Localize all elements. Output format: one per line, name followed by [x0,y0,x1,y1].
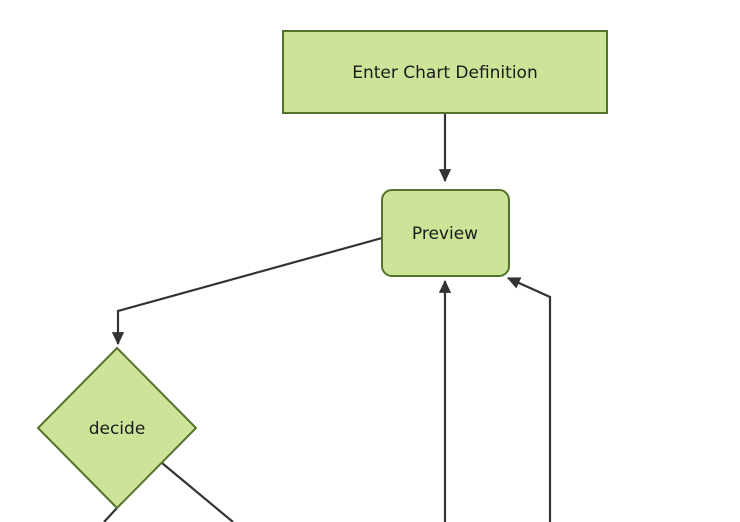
node-enter-chart-definition[interactable]: Enter Chart Definition [282,30,608,114]
node-enter-chart-definition-shape[interactable] [282,30,608,114]
node-decide[interactable]: decide [36,346,198,510]
node-preview-label: Preview [412,224,478,244]
edge-decide-to-offscreen-right [161,462,234,522]
edge-decide-to-offscreen-left [103,507,118,522]
node-preview[interactable]: Preview [381,189,510,277]
node-decide-label: decide [89,419,146,439]
node-layer: Enter Chart Definition Preview decide [36,30,608,510]
node-decide-shape[interactable] [36,346,198,510]
edge-preview-to-decide [111,236,383,346]
node-enter-chart-definition-label: Enter Chart Definition [352,63,537,83]
edge-layer [103,113,552,522]
node-preview-shape[interactable] [381,189,510,277]
edge-bottom-right-to-preview [506,276,552,522]
